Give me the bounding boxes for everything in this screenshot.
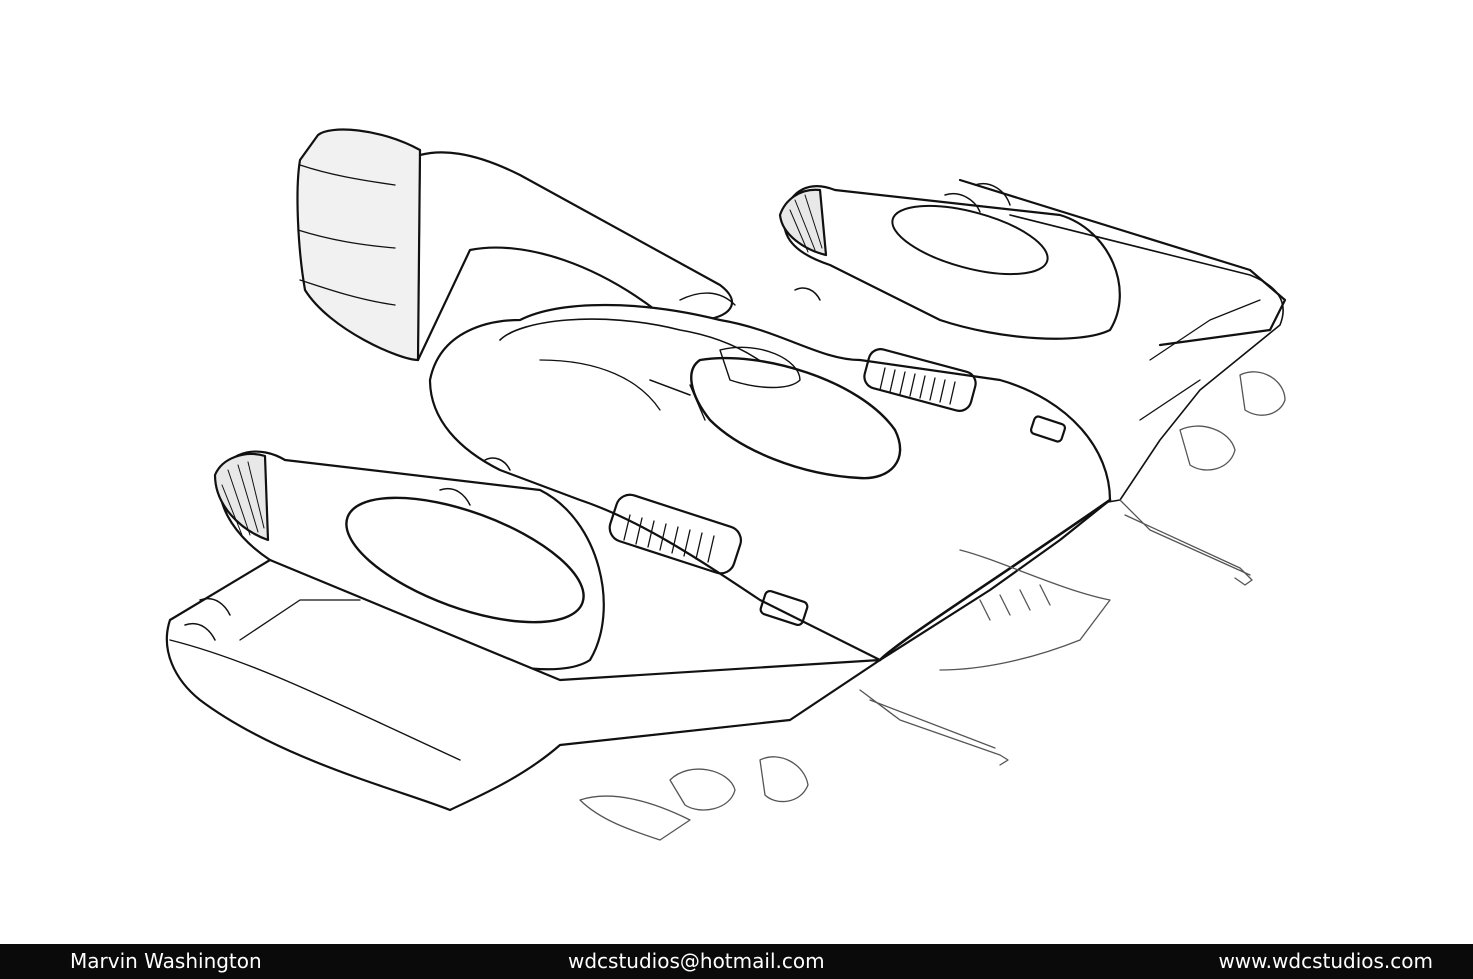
cockpit-canopy [649, 346, 902, 480]
vent-right [863, 348, 977, 412]
wing-right [999, 214, 1284, 521]
vent-left [608, 493, 743, 575]
spaceship-line-art [165, 128, 1287, 841]
hatch-right [1029, 415, 1067, 443]
wing-left [165, 558, 882, 812]
artist-email: wdcstudios@hotmail.com [568, 949, 825, 973]
engine-pod-left [213, 450, 605, 671]
tail-fin [296, 128, 736, 362]
artist-name: Marvin Washington [70, 949, 262, 973]
hatch-left [759, 589, 809, 627]
footer-bar: Marvin Washington wdcstudios@hotmail.com… [0, 944, 1473, 979]
underside-details [579, 371, 1286, 841]
spaceship-drawing [165, 128, 1287, 841]
engine-pod-right [778, 178, 1287, 347]
artist-website: www.wdcstudios.com [1218, 949, 1433, 973]
fin-details [184, 183, 1011, 641]
fuselage [428, 303, 1112, 662]
